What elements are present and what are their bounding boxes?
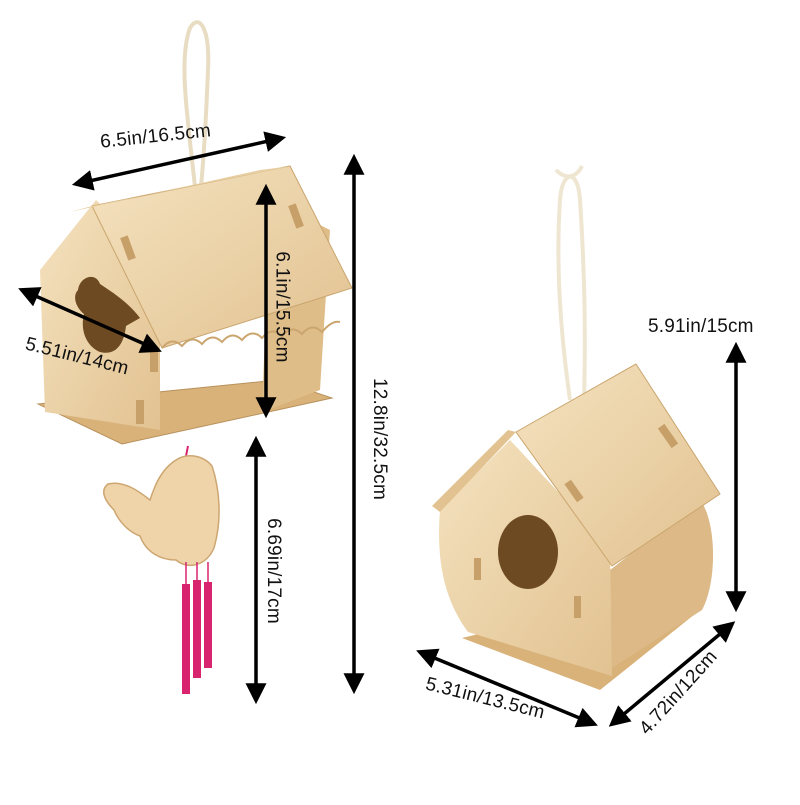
arrow-right-depth — [608, 621, 736, 727]
label-left-total-height: 12.8in/32.5cm — [368, 378, 390, 500]
bird-wind-chime — [103, 445, 220, 694]
wooden-bird-ornament — [103, 454, 220, 567]
chime-tubes — [182, 562, 212, 694]
label-left-house-height: 6.1in/15.5cm — [271, 251, 293, 363]
left-hanging-twine — [182, 20, 211, 197]
label-left-chime-height: 6.69in/17cm — [262, 518, 284, 624]
left-birdhouse — [36, 20, 353, 445]
arrow-left-depth — [18, 287, 162, 353]
arrow-left-width — [71, 131, 287, 191]
arrow-right-width — [416, 648, 598, 728]
right-hanging-twine — [556, 174, 587, 401]
right-roof — [515, 363, 721, 567]
label-right-height: 5.91in/15cm — [648, 316, 754, 337]
entrance-hole — [498, 515, 558, 589]
right-birdhouse — [432, 165, 721, 690]
dimension-arrows — [18, 131, 747, 728]
